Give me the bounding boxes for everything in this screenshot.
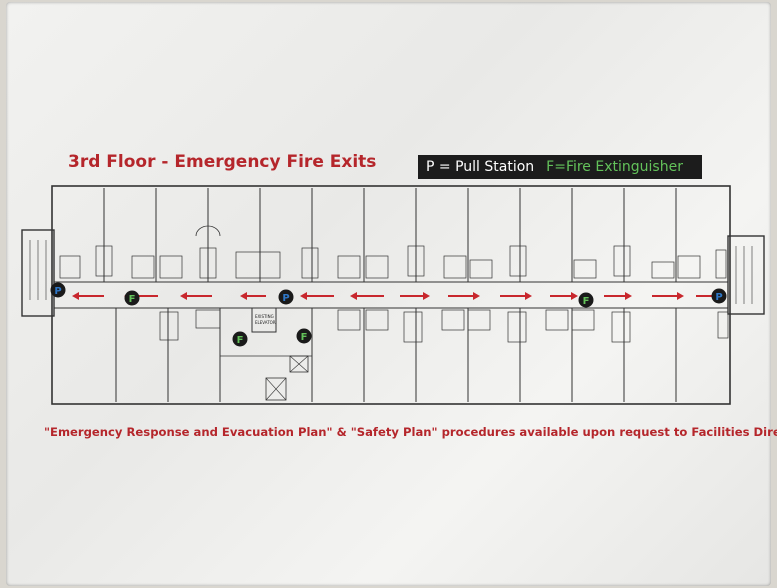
elevator-label-2: ELEVATOR — [255, 320, 276, 325]
bathrooms-south — [159, 309, 729, 343]
markers: P P P F F F F — [50, 282, 727, 347]
exit-arrow-icon — [400, 292, 430, 300]
svg-text:P: P — [54, 286, 61, 297]
exit-arrow-icon — [604, 292, 632, 300]
fire-extinguisher-icon: F — [578, 292, 594, 308]
exit-arrow-icon — [500, 292, 532, 300]
stair-east — [727, 235, 765, 315]
svg-text:F: F — [301, 332, 308, 343]
partitions-south — [115, 308, 677, 402]
footer-note: "Emergency Response and Evacuation Plan"… — [44, 425, 777, 439]
exit-arrow-icon — [350, 292, 384, 300]
svg-text:F: F — [129, 294, 136, 305]
exit-arrow-icon — [180, 292, 212, 300]
fire-extinguisher-icon: F — [124, 290, 140, 306]
svg-text:F: F — [583, 296, 590, 307]
bathrooms-north — [59, 245, 727, 279]
legend-extinguisher: F=Fire Extinguisher — [546, 159, 683, 175]
svg-text:F: F — [237, 335, 244, 346]
shaft-2 — [265, 377, 287, 401]
building-outline — [51, 185, 731, 405]
stair-west — [21, 229, 55, 317]
elevator-icon — [251, 307, 277, 333]
exit-arrow-icon — [652, 292, 684, 300]
exit-arrow-icon — [448, 292, 480, 300]
elevator-label-1: EXISTING — [255, 314, 274, 319]
exit-arrow-icon — [300, 292, 334, 300]
exit-arrow-icon — [72, 292, 104, 300]
exit-arrow-icon — [550, 292, 578, 300]
exit-arrow-icon — [240, 292, 266, 300]
partitions-north — [103, 188, 677, 282]
page-title: 3rd Floor - Emergency Fire Exits — [68, 152, 377, 172]
legend-box: P = Pull Station F=Fire Extinguisher — [418, 155, 702, 179]
stair-icon — [29, 240, 753, 304]
svg-text:P: P — [715, 292, 722, 303]
pull-station-icon: P — [711, 288, 727, 304]
fire-extinguisher-icon: F — [296, 328, 312, 344]
svg-text:P: P — [282, 293, 289, 304]
exit-arrows — [72, 292, 724, 300]
legend-pull-station: P = Pull Station — [426, 159, 535, 175]
fire-extinguisher-icon: F — [232, 331, 248, 347]
pull-station-icon: P — [278, 289, 294, 305]
pull-station-icon: P — [50, 282, 66, 298]
